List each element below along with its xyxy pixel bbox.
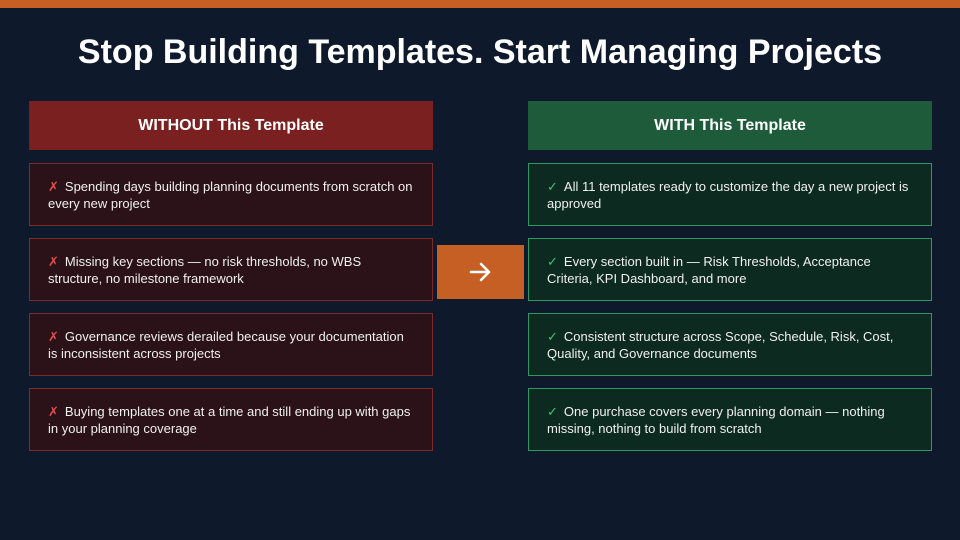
- with-header: WITH This Template: [528, 101, 932, 150]
- check-mark-icon: ✓: [547, 254, 558, 269]
- without-item: ✗Governance reviews derailed because you…: [29, 313, 433, 376]
- slide-title: Stop Building Templates. Start Managing …: [77, 33, 883, 71]
- without-item-text: Buying templates one at a time and still…: [48, 404, 411, 436]
- x-mark-icon: ✗: [48, 404, 59, 419]
- check-mark-icon: ✓: [547, 179, 558, 194]
- x-mark-icon: ✗: [48, 179, 59, 194]
- with-item: ✓Consistent structure across Scope, Sche…: [528, 313, 932, 376]
- with-item-text: Every section built in — Risk Thresholds…: [547, 254, 871, 286]
- arrow-box: [437, 245, 524, 299]
- without-item-text: Spending days building planning document…: [48, 179, 413, 211]
- with-item-text: All 11 templates ready to customize the …: [547, 179, 909, 211]
- with-item: ✓All 11 templates ready to customize the…: [528, 163, 932, 226]
- x-mark-icon: ✗: [48, 254, 59, 269]
- with-item: ✓One purchase covers every planning doma…: [528, 388, 932, 451]
- x-mark-icon: ✗: [48, 329, 59, 344]
- without-item-text: Missing key sections — no risk threshold…: [48, 254, 362, 286]
- with-item: ✓Every section built in — Risk Threshold…: [528, 238, 932, 301]
- top-accent-bar: [0, 0, 960, 8]
- with-item-text: Consistent structure across Scope, Sched…: [547, 329, 894, 361]
- without-header: WITHOUT This Template: [29, 101, 433, 150]
- without-item: ✗Spending days building planning documen…: [29, 163, 433, 226]
- check-mark-icon: ✓: [547, 404, 558, 419]
- without-item: ✗Missing key sections — no risk threshol…: [29, 238, 433, 301]
- arrow-right-icon: [469, 262, 490, 282]
- without-item: ✗Buying templates one at a time and stil…: [29, 388, 433, 451]
- check-mark-icon: ✓: [547, 329, 558, 344]
- with-item-text: One purchase covers every planning domai…: [547, 404, 885, 436]
- without-item-text: Governance reviews derailed because your…: [48, 329, 404, 361]
